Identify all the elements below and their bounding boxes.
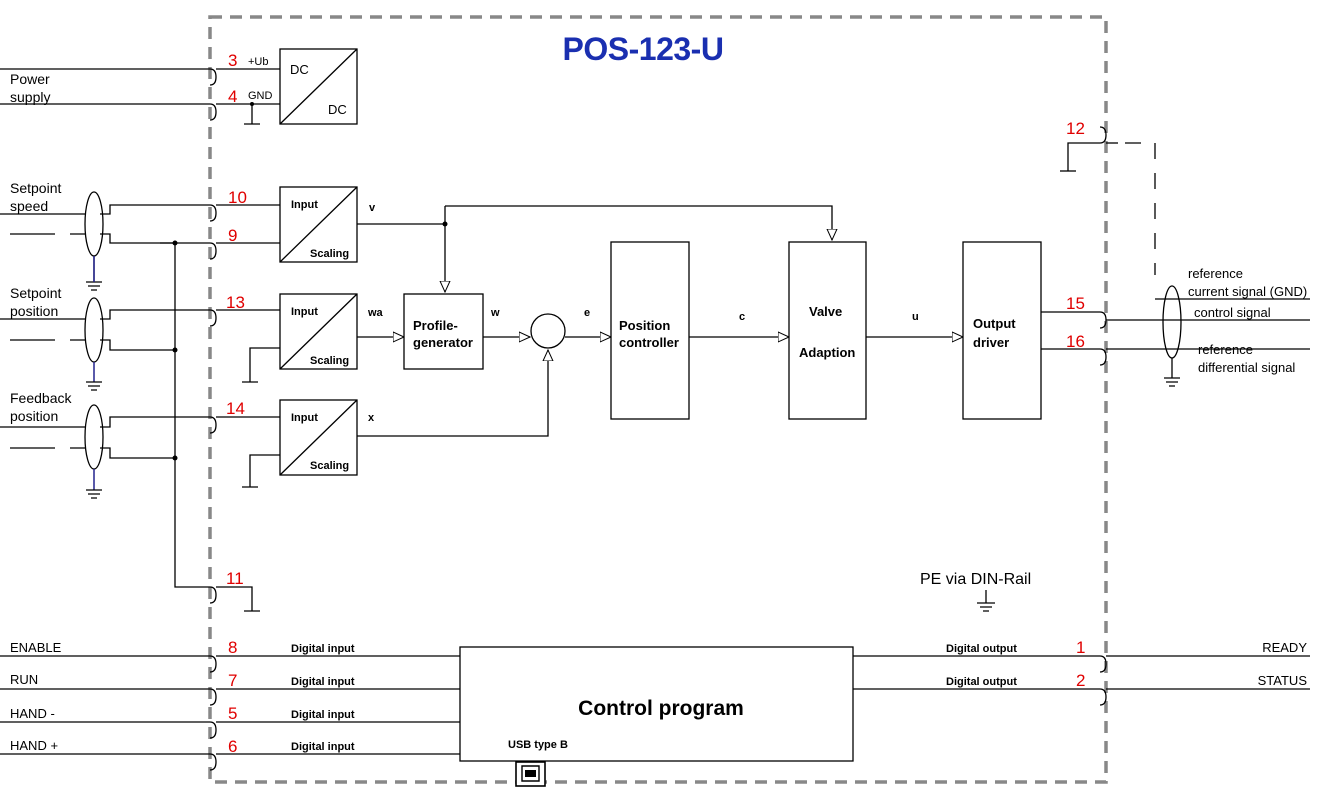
ready-label: READY [1262,640,1307,655]
module-frame [208,15,1108,784]
gnd-label: GND [248,90,273,102]
svg-text:Digital input: Digital input [291,709,355,721]
scaling-block-position: Input Scaling [216,293,358,383]
svg-text:Control program: Control program [578,697,744,720]
pe-label: PE via DIN-Rail [920,571,1031,588]
hand-minus-label: HAND - [10,706,55,721]
svg-text:Digital input: Digital input [291,643,355,655]
usb-icon [515,761,546,787]
pin-6: 6 [228,737,237,756]
svg-text:Input: Input [291,306,318,318]
svg-text:u: u [912,311,919,323]
svg-text:Output: Output [973,316,1016,331]
run-label: RUN [10,672,38,687]
pin-8: 8 [228,638,237,657]
module-title: POS-123-U [563,31,724,67]
pin-13: 13 [226,293,245,312]
valve-outputs: 12 15 16 reference current signal (GND) … [1041,119,1310,387]
pin-12: 12 [1066,119,1085,138]
svg-text:c: c [739,311,745,323]
pin-4: 4 [228,87,237,106]
analog-inputs: Setpoint speed Setpoint position Feedbac… [0,180,260,612]
svg-text:Adaption: Adaption [799,345,855,360]
pin-3: 3 [228,51,237,70]
valve-adaption-block [788,241,867,420]
signal-flow: v wa Profile- generator w x e Position c… [357,202,1042,437]
dc-out-label: DC [328,102,347,117]
svg-text:wa: wa [367,307,384,319]
svg-text:differential signal: differential signal [1198,360,1295,375]
feedback-position-label-2: position [10,408,58,424]
digital-io: ENABLE RUN HAND - HAND + 8 7 5 6 Digital… [0,638,1310,787]
svg-text:e: e [584,307,590,319]
control-program-block [459,646,854,762]
scaling-block-speed: Input Scaling [216,186,358,263]
power-supply: Power supply 3 4 +Ub GND DC DC [0,48,358,125]
pin-7: 7 [228,671,237,690]
pin-16: 16 [1066,332,1085,351]
svg-text:Position: Position [619,318,670,333]
ub-label: +Ub [248,56,269,68]
output-driver-block [962,241,1042,420]
pin-2: 2 [1076,671,1085,690]
svg-text:w: w [490,307,500,319]
summing-junction [530,313,566,349]
svg-text:reference: reference [1188,266,1243,281]
svg-text:Digital input: Digital input [291,741,355,753]
svg-text:controller: controller [619,335,679,350]
dc-in-label: DC [290,62,309,77]
enable-label: ENABLE [10,640,62,655]
svg-text:Input: Input [291,412,318,424]
svg-text:current signal (GND): current signal (GND) [1188,284,1307,299]
svg-text:Input: Input [291,199,318,211]
svg-text:control signal: control signal [1194,305,1271,320]
setpoint-speed-label-2: speed [10,198,48,214]
pin-11: 11 [226,569,244,588]
position-controller-block [610,241,690,420]
svg-text:Digital output: Digital output [946,643,1017,655]
setpoint-speed-label-1: Setpoint [10,180,61,196]
svg-text:Scaling: Scaling [310,248,349,260]
pe-ground: PE via DIN-Rail [920,571,1031,612]
scaling-block-feedback: Input Scaling [216,399,358,488]
svg-text:Digital output: Digital output [946,676,1017,688]
power-label-2: supply [10,89,50,105]
pin-5: 5 [228,704,237,723]
svg-text:Profile-: Profile- [413,318,458,333]
pin-10: 10 [228,188,247,207]
svg-text:Scaling: Scaling [310,355,349,367]
hand-plus-label: HAND + [10,738,58,753]
svg-text:Valve: Valve [809,304,842,319]
svg-text:x: x [368,412,375,424]
pin-9: 9 [228,226,237,245]
pin-14: 14 [226,399,245,418]
profile-generator-block [403,293,484,370]
svg-text:driver: driver [973,335,1009,350]
svg-text:generator: generator [413,335,473,350]
svg-text:reference: reference [1198,342,1253,357]
setpoint-position-label-2: position [10,303,58,319]
status-label: STATUS [1258,673,1308,688]
feedback-position-label-1: Feedback [10,390,72,406]
pin-15: 15 [1066,294,1085,313]
setpoint-position-label-1: Setpoint [10,285,61,301]
svg-text:v: v [369,202,376,214]
power-label-1: Power [10,71,50,87]
pin-1: 1 [1076,638,1085,657]
svg-text:USB type B: USB type B [508,739,568,751]
svg-text:Digital input: Digital input [291,676,355,688]
svg-text:Scaling: Scaling [310,460,349,472]
